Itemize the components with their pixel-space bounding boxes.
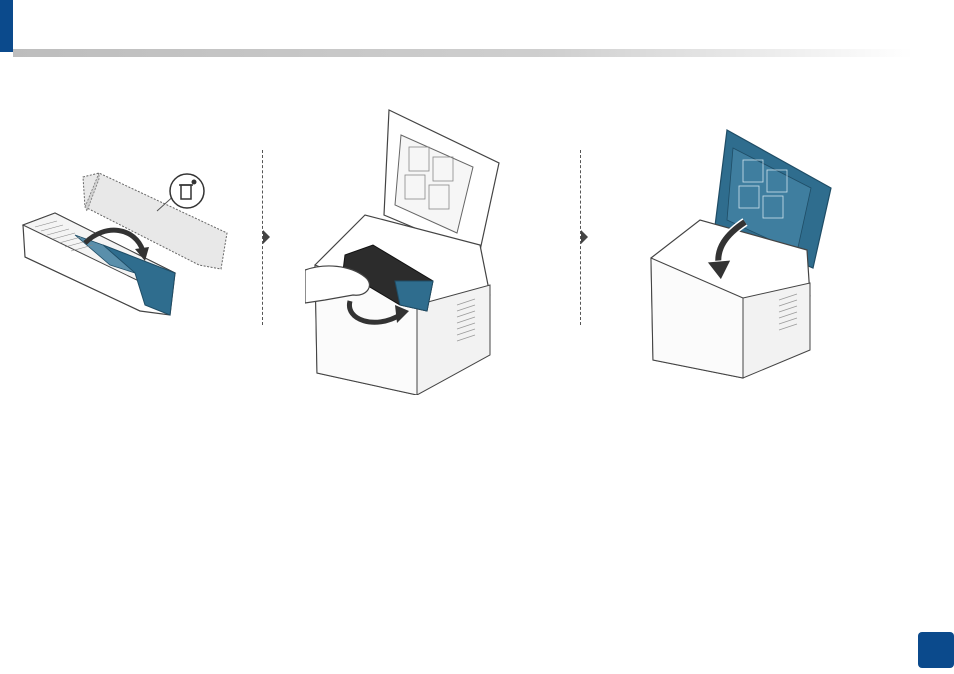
chapter-tab [0,0,13,52]
step-arrow-icon [581,230,588,244]
header-rule [13,49,913,57]
step-arrow-icon [263,230,270,244]
step-1-illustration [15,165,230,340]
page-number-badge [918,632,954,668]
step-2-illustration [305,105,500,395]
step-3-illustration [645,128,835,383]
dispose-bin-icon [170,174,204,208]
